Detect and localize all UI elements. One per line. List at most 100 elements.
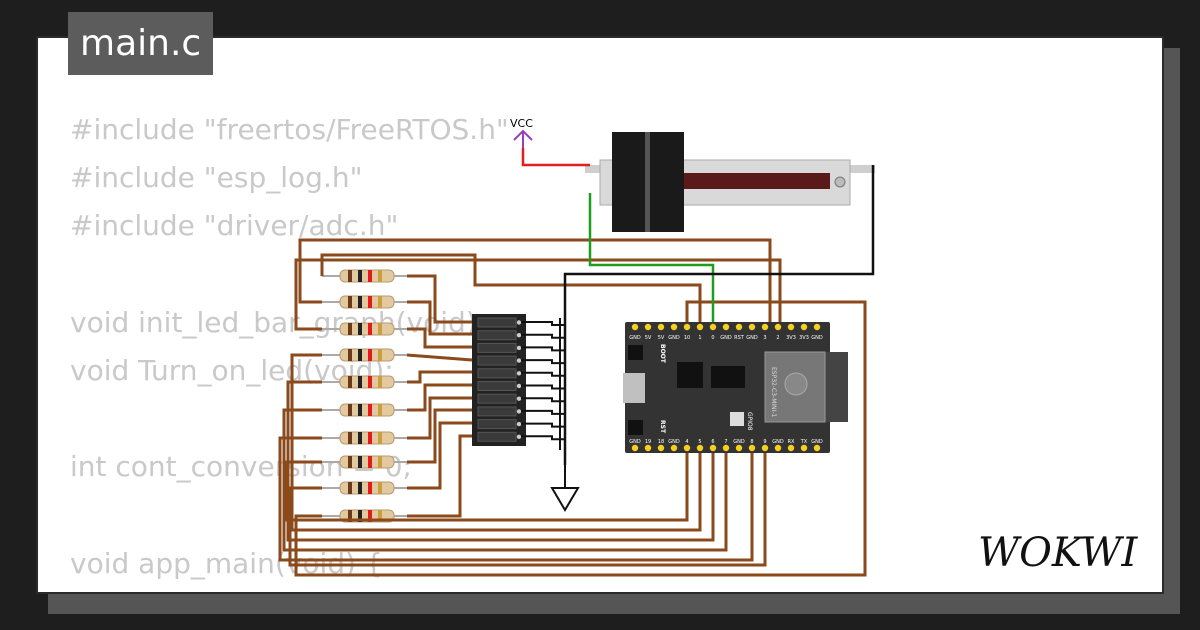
brown-wire (407, 408, 472, 464)
header-pin (735, 323, 743, 331)
pin-label: GND (811, 335, 823, 341)
pin-label: 18 (658, 439, 664, 445)
rst-label: RST (659, 420, 666, 434)
header-pin (800, 444, 808, 452)
led-segment (477, 368, 517, 379)
header-pin (722, 444, 730, 452)
brown-wire (282, 408, 728, 552)
led-gnd-wire (521, 321, 565, 326)
led-pin (516, 396, 522, 401)
brown-wire (407, 370, 472, 384)
brown-wire (407, 434, 472, 518)
brown-wire (286, 380, 715, 542)
pin-label: GND (668, 335, 680, 341)
led-gnd-wire (521, 384, 565, 390)
gpio-label: GPIO8 (746, 412, 753, 431)
led-pin (516, 409, 522, 414)
vcc-wire (521, 148, 590, 167)
brown-wire (290, 353, 702, 532)
rst-button[interactable] (628, 420, 643, 435)
led-gnd-wire (521, 359, 565, 365)
header-pin (813, 323, 821, 331)
led-pin (516, 371, 522, 376)
brown-wire (294, 258, 782, 331)
header-pin (696, 444, 704, 452)
pin-label: 4 (685, 439, 688, 445)
resistor-array (322, 269, 407, 523)
led-pin (516, 345, 522, 351)
pin-label: 9 (763, 439, 766, 445)
led-gnd-wire (521, 422, 565, 428)
resistor (322, 431, 407, 445)
header-pin (670, 444, 678, 452)
pin-label: 2 (776, 335, 779, 341)
boot-button[interactable] (628, 345, 643, 360)
header-pin (631, 444, 639, 452)
preview-card: #include "freertos/FreeRTOS.h" #include "… (36, 36, 1164, 594)
pin-label: 5V (645, 335, 652, 341)
led-gnd-wire (521, 409, 565, 415)
led-segment (477, 317, 517, 328)
header-pin (774, 444, 782, 452)
brown-wire (407, 300, 472, 336)
brown-wire (294, 300, 867, 577)
resistor (322, 455, 407, 469)
pin-label: GND (629, 335, 641, 341)
header-pin (774, 323, 782, 331)
code-line: #include "driver/adc.h" (70, 209, 399, 243)
header-pin (800, 323, 808, 331)
pin-label: 3 (763, 335, 766, 341)
led-gnd-wire (521, 371, 565, 377)
header-pin (683, 444, 691, 452)
module-label: ESP32-C3-MINI-1 (770, 367, 777, 418)
gnd-wire-pot (563, 165, 875, 465)
code-line: #include "esp_log.h" (70, 161, 363, 195)
resistor (322, 403, 407, 417)
pin-label: 7 (724, 439, 727, 445)
file-tab[interactable]: main.c (68, 12, 214, 75)
pin-label: 3V3 (786, 335, 796, 341)
wokwi-wordmark: WOKWI (978, 530, 1138, 576)
led-pin (516, 358, 522, 363)
brown-wire (407, 327, 472, 349)
resistor (322, 481, 407, 495)
led-bar-graph (472, 314, 526, 446)
resistor (322, 295, 407, 309)
resistor (322, 348, 407, 362)
pin-label: 5V (658, 335, 665, 341)
pin-label: TX (800, 439, 808, 445)
header-pin (644, 323, 652, 331)
pin-label: 8 (750, 439, 753, 445)
header-pin (696, 323, 704, 331)
led-segment (477, 431, 517, 442)
led-gnd-wire (521, 397, 565, 403)
header-pin (813, 444, 821, 452)
pin-label: 3V3 (799, 335, 809, 341)
pin-label: 1 (698, 335, 701, 341)
pin-label: GND (733, 439, 745, 445)
led-pin (516, 333, 522, 338)
adc-wire (588, 193, 715, 322)
led-pin (516, 383, 522, 389)
pin-label: GND (746, 335, 758, 341)
header-pin (787, 444, 795, 452)
code-line: #include "freertos/FreeRTOS.h" (70, 113, 509, 146)
header-pin (748, 444, 756, 452)
led-segment (477, 419, 517, 430)
led-segment (477, 393, 517, 404)
pin-label: RST (734, 335, 745, 341)
header-pin (735, 444, 743, 452)
header-pin (761, 444, 769, 452)
header-pin (683, 323, 691, 331)
header-pin (709, 444, 717, 452)
brown-wire (406, 353, 473, 362)
code-line: void init_led_bar_graph(void); (70, 305, 487, 339)
boot-label: BOOT (659, 344, 666, 364)
led-pin (516, 434, 522, 439)
pin-label: 0 (711, 335, 714, 341)
slide-potentiometer[interactable] (585, 132, 875, 232)
wokwi-logo: WOKWI (978, 528, 1148, 580)
